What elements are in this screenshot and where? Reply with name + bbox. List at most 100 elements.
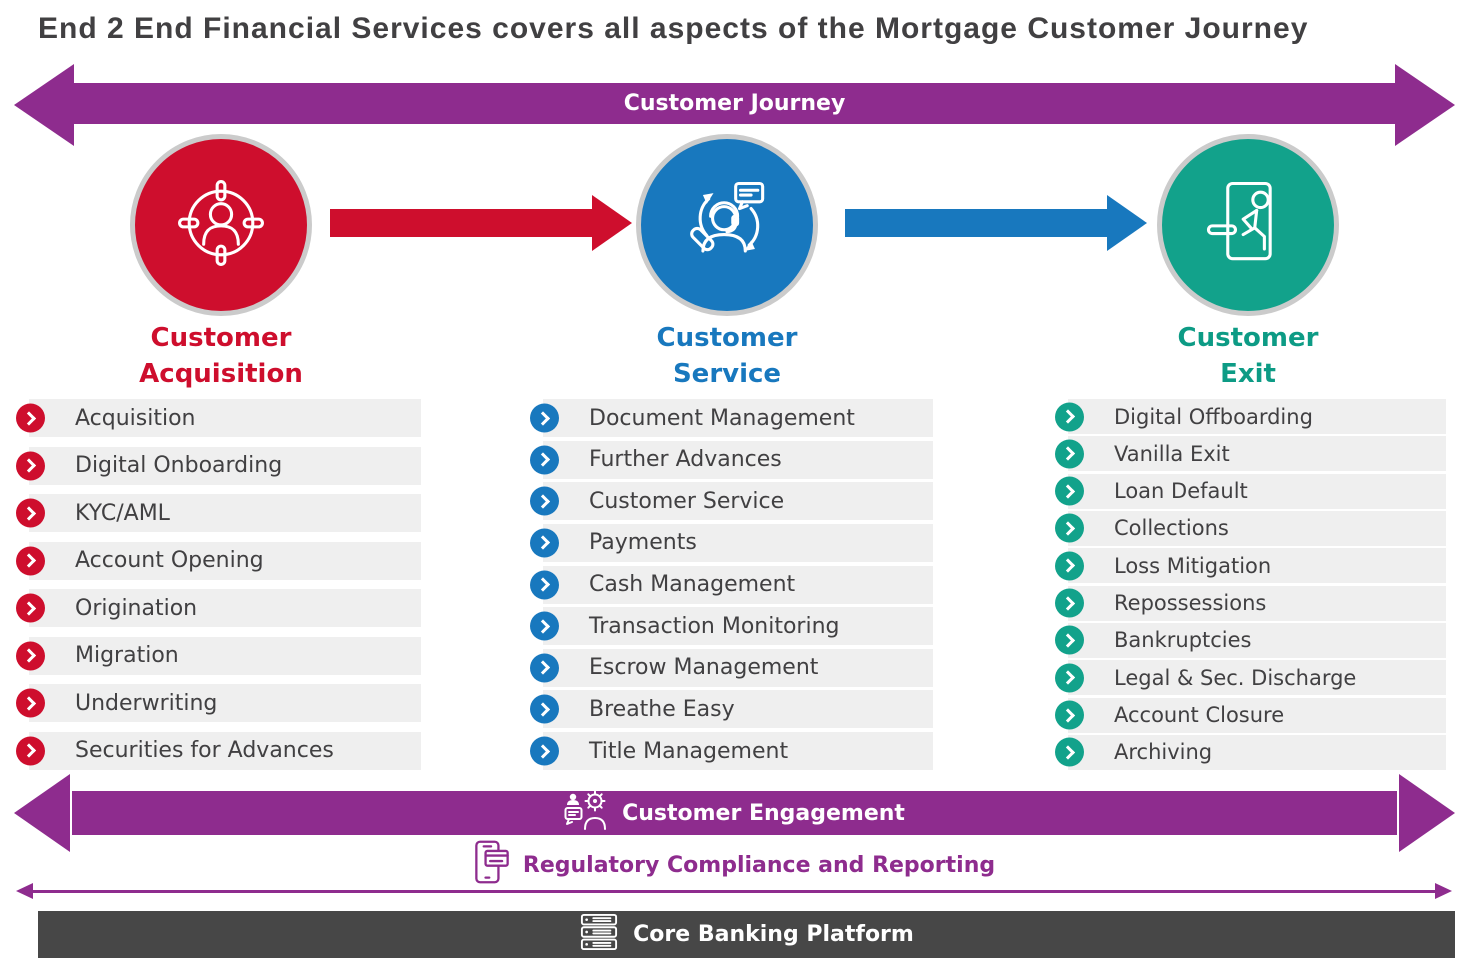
- list-item: Transaction Monitoring: [530, 607, 933, 646]
- stage-title-line: Customer: [150, 323, 292, 353]
- list-item-label: Acquisition: [75, 405, 196, 431]
- chevron-right-icon: [1055, 663, 1084, 693]
- list-item-label: Customer Service: [589, 488, 785, 514]
- list-item: Repossessions: [1055, 585, 1446, 621]
- chevron-right-icon: [16, 546, 45, 576]
- chevron-right-icon: [16, 736, 45, 766]
- arrow-head: [592, 195, 632, 251]
- list-item-label: Document Management: [589, 405, 855, 431]
- list-item-label: Account Closure: [1114, 703, 1285, 728]
- arrow-left-icon: [14, 64, 74, 146]
- chevron-right-icon: [530, 570, 559, 599]
- customer-engagement-label: Customer Engagement: [622, 800, 905, 826]
- list-item-label: Bankruptcies: [1114, 628, 1252, 653]
- core-banking-platform-label: Core Banking Platform: [633, 922, 914, 947]
- stage-title-acquisition: Customer Acquisition: [56, 320, 386, 392]
- chevron-right-icon: [1055, 439, 1084, 469]
- chevron-right-icon: [1055, 513, 1084, 543]
- list-item: Bankruptcies: [1055, 622, 1446, 658]
- list-exit: Digital Offboarding Vanilla Exit Loan De…: [1053, 399, 1446, 770]
- stage-title-line: Service: [672, 359, 782, 389]
- list-item: Collections: [1055, 510, 1446, 546]
- core-banking-platform-bar: Core Banking Platform: [38, 911, 1455, 958]
- regulatory-compliance-arrow-line: [16, 883, 1452, 899]
- list-item: KYC/AML: [16, 494, 421, 533]
- chevron-right-icon: [530, 694, 559, 724]
- mobile-card-icon: [473, 839, 511, 891]
- list-item: Breathe Easy: [530, 690, 933, 729]
- stage-title-line: Customer: [656, 323, 798, 353]
- stage-circle-acquisition: [130, 134, 312, 316]
- stage-title-line: Exit: [1220, 359, 1276, 389]
- chevron-right-icon: [530, 736, 559, 766]
- target-customer-icon: [168, 170, 274, 280]
- arrow-shaft: [330, 209, 592, 237]
- flow-arrow-service-to-exit-icon: [845, 195, 1147, 251]
- chevron-right-icon: [1055, 551, 1084, 581]
- support-agent-icon: [674, 170, 780, 280]
- list-item: Digital Onboarding: [16, 446, 421, 485]
- list-item-label: Payments: [589, 530, 697, 556]
- chevron-right-icon: [530, 653, 559, 683]
- chevron-right-icon: [530, 486, 559, 516]
- list-item: Account Opening: [16, 541, 421, 580]
- chevron-right-icon: [1055, 588, 1084, 618]
- chevron-right-icon: [530, 403, 559, 433]
- list-item: Payments: [530, 523, 933, 562]
- list-item: Migration: [16, 636, 421, 675]
- arrow-shaft: [845, 209, 1107, 237]
- list-item: Document Management: [530, 399, 933, 437]
- stage-title-line: Acquisition: [139, 359, 303, 389]
- page-title: End 2 End Financial Services covers all …: [38, 12, 1309, 45]
- chevron-right-icon: [16, 641, 45, 671]
- flow-arrow-acquisition-to-service-icon: [330, 195, 632, 251]
- customer-journey-shaft: Customer Journey: [72, 83, 1397, 124]
- list-item-label: Escrow Management: [589, 655, 819, 681]
- list-item-label: Archiving: [1114, 740, 1213, 765]
- chevron-right-icon: [530, 611, 559, 641]
- customer-journey-label: Customer Journey: [623, 91, 846, 116]
- list-item: Digital Offboarding: [1055, 399, 1446, 434]
- list-item-label: Underwriting: [75, 690, 218, 716]
- list-item: Securities for Advances: [16, 731, 421, 770]
- list-item: Cash Management: [530, 565, 933, 604]
- list-item: Underwriting: [16, 684, 421, 723]
- list-item-label: Collections: [1114, 516, 1229, 541]
- list-item: Acquisition: [16, 399, 421, 437]
- list-item: Legal & Sec. Discharge: [1055, 660, 1446, 696]
- list-item: Vanilla Exit: [1055, 436, 1446, 472]
- chevron-right-icon: [16, 403, 45, 433]
- chevron-right-icon: [1055, 625, 1084, 655]
- regulatory-compliance-label: Regulatory Compliance and Reporting: [522, 852, 996, 878]
- list-item-label: Digital Onboarding: [75, 453, 283, 479]
- chevron-right-icon: [1055, 737, 1084, 767]
- chevron-right-icon: [1055, 700, 1084, 730]
- stage-title-line: Customer: [1177, 323, 1319, 353]
- arrow-right-icon: [1435, 883, 1452, 899]
- list-item-label: Loss Mitigation: [1114, 553, 1272, 578]
- list-item: Title Management: [530, 732, 933, 770]
- list-item-label: Repossessions: [1114, 591, 1267, 616]
- list-service: Document Management Further Advances Cus…: [528, 399, 933, 770]
- chevron-right-icon: [1055, 402, 1084, 431]
- server-stack-icon: [579, 913, 619, 957]
- list-item-label: Further Advances: [589, 447, 782, 473]
- stage-circle-service: [636, 134, 818, 316]
- list-item-label: Loan Default: [1114, 479, 1248, 504]
- list-item-label: Digital Offboarding: [1114, 404, 1313, 429]
- list-item: Origination: [16, 589, 421, 628]
- list-item-label: KYC/AML: [75, 500, 170, 526]
- list-item: Further Advances: [530, 440, 933, 479]
- list-item-label: Cash Management: [589, 572, 796, 597]
- list-item-label: Migration: [75, 643, 179, 669]
- exit-door-icon: [1195, 170, 1301, 280]
- regulatory-compliance-row: Regulatory Compliance and Reporting: [0, 839, 1468, 891]
- arrow-right-icon: [1395, 64, 1455, 146]
- list-acquisition: Acquisition Digital Onboarding KYC/AML A…: [14, 399, 421, 770]
- customer-engagement-shaft: Customer Engagement: [72, 790, 1397, 835]
- chevron-right-icon: [1055, 476, 1084, 506]
- list-item-label: Origination: [75, 595, 198, 621]
- arrow-right-icon: [1399, 774, 1455, 852]
- list-item: Archiving: [1055, 734, 1446, 770]
- chevron-right-icon: [530, 445, 559, 475]
